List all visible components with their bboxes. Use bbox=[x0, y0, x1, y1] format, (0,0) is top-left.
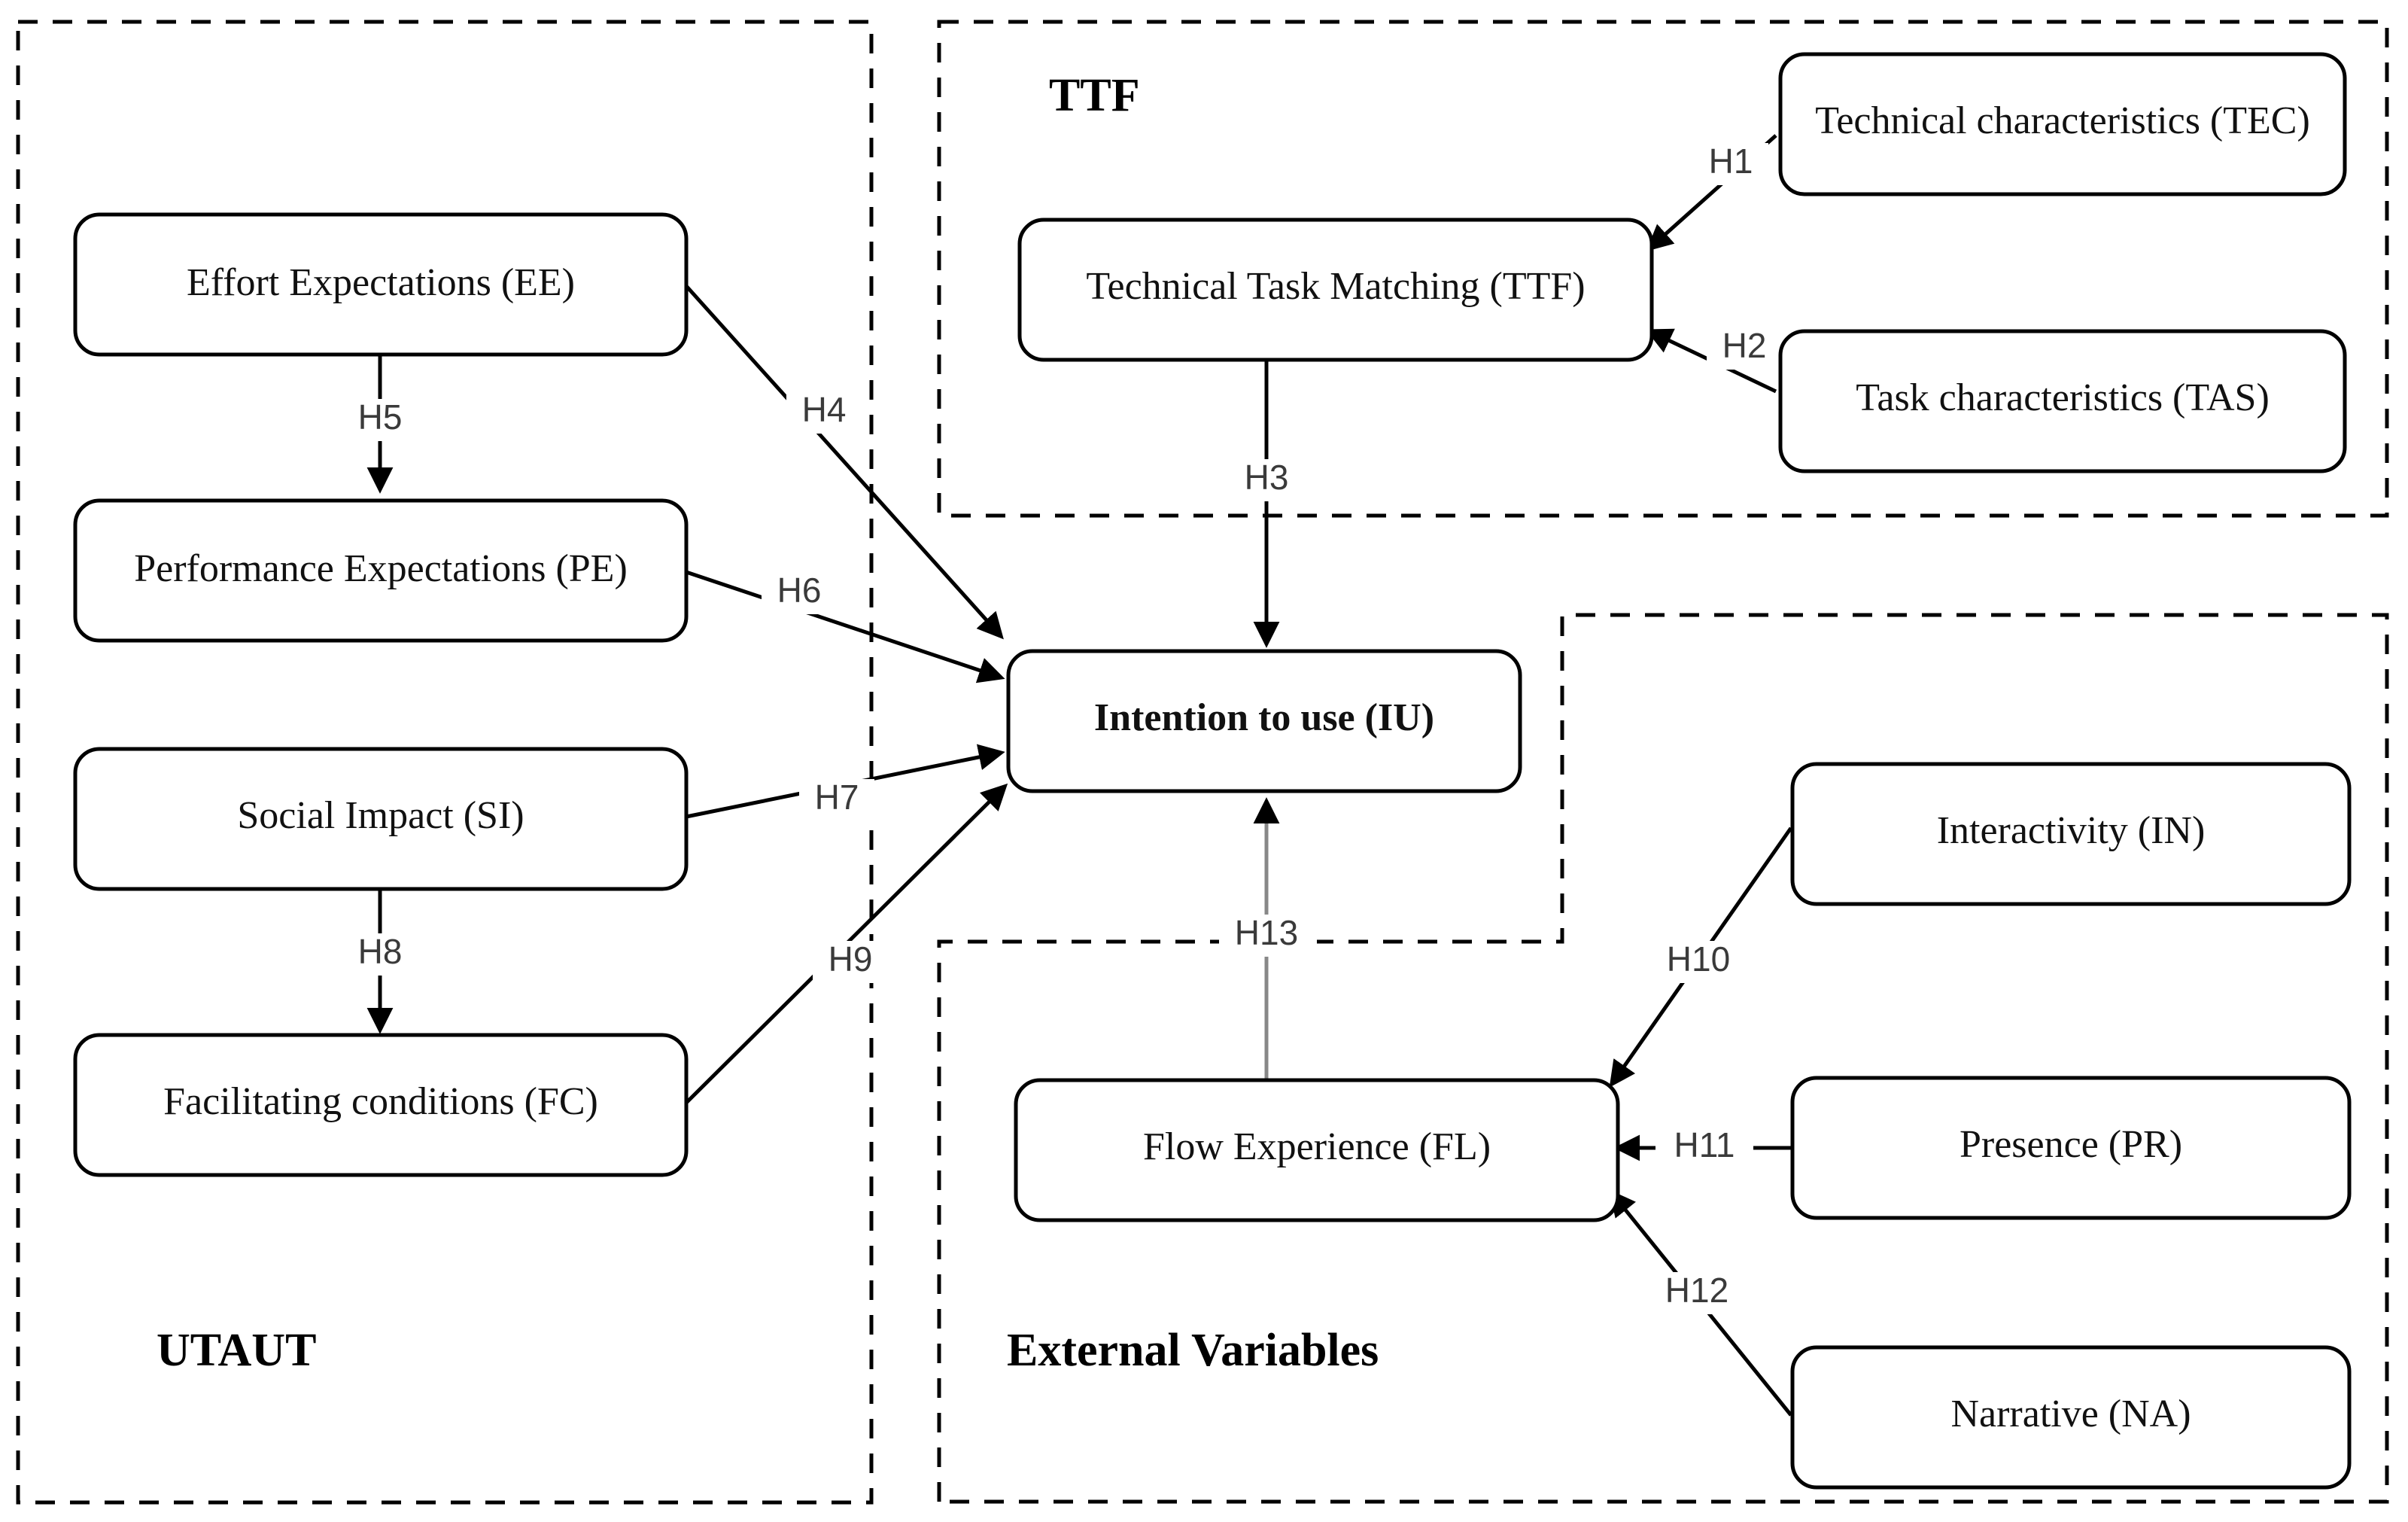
node-effort-expectations[interactable]: Effort Expectations (EE) bbox=[73, 212, 689, 357]
node-performance-expectations[interactable]: Performance Expectations (PE) bbox=[73, 498, 689, 643]
group-frame-ttf: TTF bbox=[937, 20, 2389, 518]
node-label-pe: Performance Expectations (PE) bbox=[134, 547, 628, 590]
link-h12: H12 bbox=[1609, 1189, 1792, 1417]
hypothesis-label-h7: H7 bbox=[815, 778, 859, 817]
node-facilitating-conditions[interactable]: Facilitating conditions (FC) bbox=[73, 1033, 689, 1177]
hypothesis-label-h10: H10 bbox=[1667, 939, 1730, 979]
hypothesis-label-h13: H13 bbox=[1235, 913, 1298, 952]
link-h4: H4 bbox=[685, 285, 1004, 640]
hypothesis-label-h3: H3 bbox=[1245, 458, 1289, 497]
link-h2: H2 bbox=[1645, 326, 1782, 394]
link-h9: H9 bbox=[685, 783, 1008, 1104]
node-label-si: Social Impact (SI) bbox=[237, 794, 524, 837]
link-h7: H7 bbox=[686, 744, 1005, 821]
node-social-impact[interactable]: Social Impact (SI) bbox=[73, 747, 689, 891]
node-label-ttf: Technical Task Matching (TTF) bbox=[1086, 265, 1585, 308]
link-h13: H13 bbox=[1219, 797, 1317, 1091]
link-h1: H1 bbox=[1646, 134, 1777, 251]
node-label-na: Narrative (NA) bbox=[1950, 1393, 2191, 1435]
node-label-in: Interactivity (IN) bbox=[1937, 809, 2206, 852]
node-technical-characteristics[interactable]: Technical characteristics (TEC) bbox=[1778, 52, 2347, 196]
node-label-tas: Task characteristics (TAS) bbox=[1856, 376, 2270, 419]
group-frame-utaut: UTAUT bbox=[16, 20, 874, 1505]
hypothesis-label-h1: H1 bbox=[1709, 142, 1753, 181]
node-label-fl: Flow Experience (FL) bbox=[1143, 1125, 1491, 1168]
hypothesis-label-h4: H4 bbox=[802, 390, 847, 429]
node-technical-task-matching[interactable]: Technical Task Matching (TTF) bbox=[1017, 218, 1654, 362]
link-h10: H10 bbox=[1609, 826, 1793, 1088]
node-intention-to-use[interactable]: Intention to use (IU) bbox=[1006, 649, 1522, 793]
node-label-pr: Presence (PR) bbox=[1960, 1123, 2182, 1166]
link-h6: H6 bbox=[686, 570, 1005, 683]
link-h11: H11 bbox=[1613, 1125, 1791, 1169]
group-title-external: External Variables bbox=[1007, 1325, 1379, 1376]
group-title-utaut: UTAUT bbox=[157, 1325, 316, 1376]
node-label-iu: Intention to use (IU) bbox=[1094, 696, 1434, 739]
node-presence[interactable]: Presence (PR) bbox=[1790, 1076, 2352, 1220]
hypothesis-label-h5: H5 bbox=[358, 397, 403, 437]
hypothesis-label-h11: H11 bbox=[1674, 1125, 1735, 1164]
hypothesis-label-h8: H8 bbox=[358, 932, 403, 971]
link-h8: H8 bbox=[342, 888, 418, 1034]
node-label-ee: Effort Expectations (EE) bbox=[187, 261, 575, 304]
group-title-ttf: TTF bbox=[1049, 70, 1140, 121]
node-narrative[interactable]: Narrative (NA) bbox=[1790, 1345, 2352, 1490]
hypothesis-label-h2: H2 bbox=[1722, 326, 1767, 365]
node-interactivity[interactable]: Interactivity (IN) bbox=[1790, 762, 2352, 906]
node-label-tec: Technical characteristics (TEC) bbox=[1815, 99, 2310, 142]
node-label-fc: Facilitating conditions (FC) bbox=[163, 1080, 598, 1123]
link-h3: H3 bbox=[1229, 360, 1304, 648]
link-h5: H5 bbox=[342, 354, 418, 494]
group-frame-external: External Variables bbox=[937, 613, 2389, 1504]
node-flow-experience[interactable]: Flow Experience (FL) bbox=[1014, 1078, 1620, 1222]
hypothesis-label-h6: H6 bbox=[777, 571, 822, 610]
hypothesis-label-h9: H9 bbox=[829, 939, 873, 979]
node-task-characteristics[interactable]: Task characteristics (TAS) bbox=[1778, 329, 2347, 473]
hypothesis-label-h12: H12 bbox=[1665, 1271, 1728, 1310]
